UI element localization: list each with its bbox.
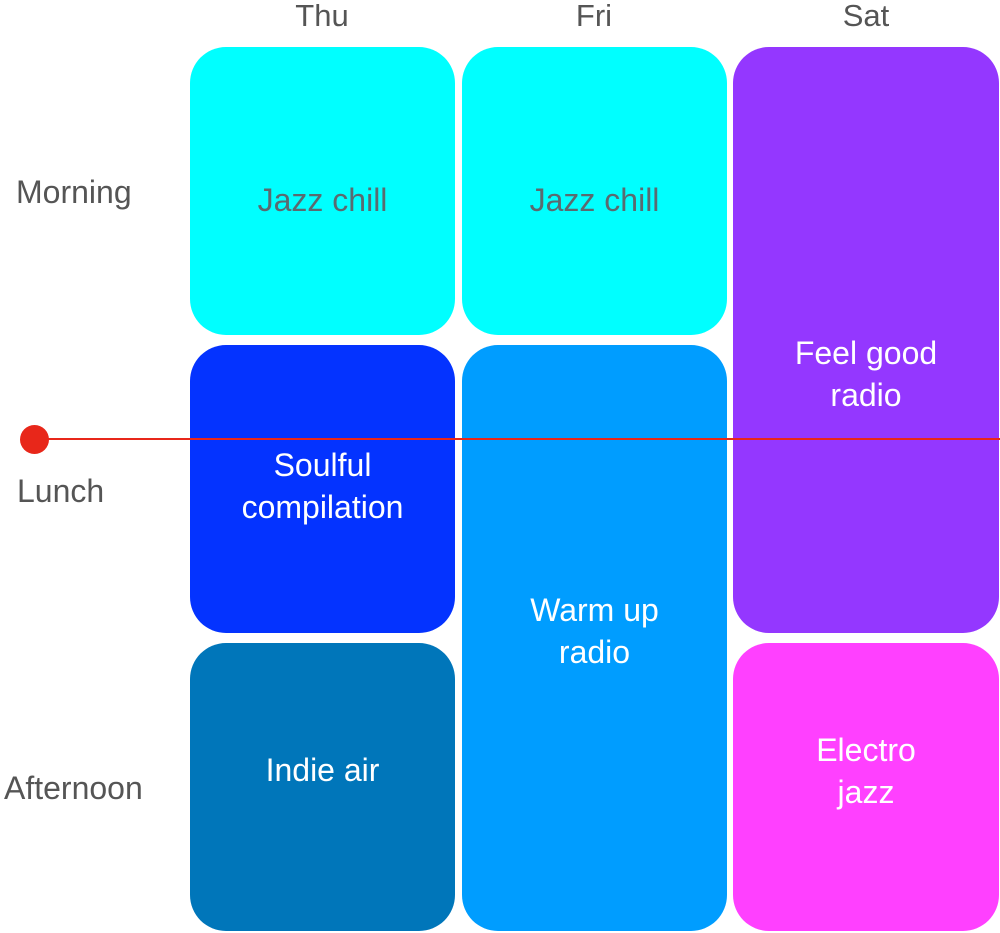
program-title: Indie air (265, 752, 380, 788)
time-label-lunch: Lunch (17, 473, 105, 509)
time-label-afternoon: Afternoon (4, 770, 143, 806)
program-block-thu-indie-air[interactable]: Indie air (190, 643, 455, 931)
program-title: Jazz chill (257, 182, 388, 218)
day-header-sat: Sat (842, 0, 890, 33)
program-block-thu-jazz-chill[interactable]: Jazz chill (190, 47, 455, 335)
current-time-line (34, 438, 1000, 440)
day-header-thu: Thu (295, 0, 349, 33)
current-time-dot (20, 425, 49, 454)
time-label-morning: Morning (16, 174, 132, 210)
program-block-fri-jazz-chill[interactable]: Jazz chill (462, 47, 727, 335)
program-title: Jazz chill (529, 182, 660, 218)
day-header-fri: Fri (575, 0, 613, 33)
